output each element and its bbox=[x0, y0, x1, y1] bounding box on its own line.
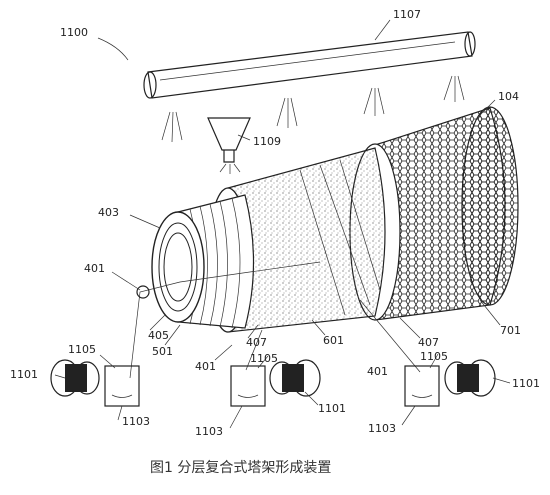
label-1101-left: 1101 bbox=[10, 368, 38, 381]
label-403: 403 bbox=[98, 206, 119, 219]
label-1105-right: 1105 bbox=[420, 350, 448, 363]
label-1107: 1107 bbox=[393, 8, 421, 21]
bath-right bbox=[404, 365, 440, 407]
spray-nozzles bbox=[161, 75, 465, 143]
label-1105-mid: 1105 bbox=[250, 352, 278, 365]
label-1101-right: 1101 bbox=[512, 377, 540, 390]
bath-mid bbox=[230, 365, 266, 407]
label-1103-left: 1103 bbox=[122, 415, 150, 428]
label-407-left: 407 bbox=[246, 336, 267, 349]
spool-left bbox=[50, 359, 100, 397]
powder-hopper bbox=[207, 117, 251, 174]
spool-right bbox=[444, 359, 496, 397]
label-1101-mid: 1101 bbox=[318, 402, 346, 415]
label-701: 701 bbox=[500, 324, 521, 337]
label-601: 601 bbox=[323, 334, 344, 347]
spool-mid bbox=[269, 359, 321, 397]
label-1105-left: 1105 bbox=[68, 343, 96, 356]
label-1100: 1100 bbox=[60, 26, 88, 39]
bath-left bbox=[104, 365, 140, 407]
label-1103-mid: 1103 bbox=[195, 425, 223, 438]
leader-lines bbox=[54, 19, 511, 429]
label-501: 501 bbox=[152, 345, 173, 358]
label-401-left: 401 bbox=[84, 262, 105, 275]
label-401-mid: 401 bbox=[195, 360, 216, 373]
spray-bar bbox=[143, 31, 476, 99]
label-407-right: 407 bbox=[418, 336, 439, 349]
label-104: 104 bbox=[498, 90, 519, 103]
fiber-strands bbox=[129, 261, 421, 379]
label-1109: 1109 bbox=[253, 135, 281, 148]
fiber-guide-ring bbox=[136, 285, 150, 299]
label-401-right: 401 bbox=[367, 365, 388, 378]
label-1103-right: 1103 bbox=[368, 422, 396, 435]
inner-tube bbox=[151, 211, 205, 323]
label-405: 405 bbox=[148, 329, 169, 342]
figure-caption: 图1 分层复合式塔架形成装置 bbox=[150, 459, 331, 476]
